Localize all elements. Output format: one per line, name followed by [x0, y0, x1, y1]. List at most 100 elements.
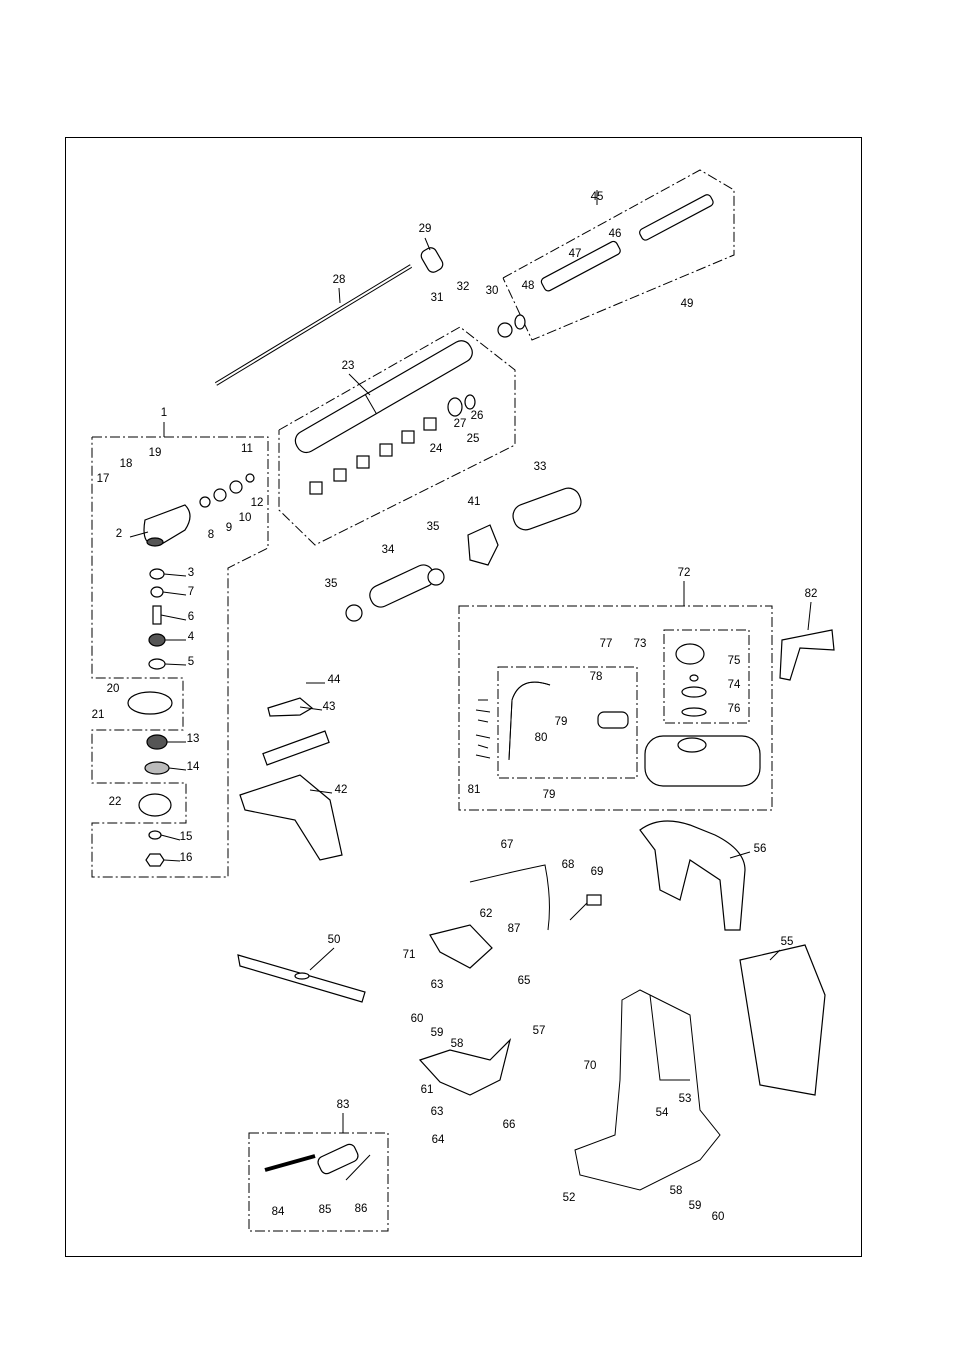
callout-71: 71 [403, 949, 416, 961]
callout-60: 60 [411, 1013, 424, 1025]
callout-84: 84 [272, 1206, 285, 1218]
callout-59: 59 [431, 1027, 444, 1039]
callout-17: 17 [97, 473, 110, 485]
callout-24: 24 [430, 443, 443, 455]
callout-61: 61 [421, 1084, 434, 1096]
group-boundaries [91, 169, 773, 1232]
callout-32: 32 [457, 281, 470, 293]
callout-18: 18 [120, 458, 133, 470]
callout-73: 73 [634, 638, 647, 650]
callout-56: 56 [754, 843, 767, 855]
callout-41: 41 [468, 496, 481, 508]
callout-76: 76 [728, 703, 741, 715]
callout-79: 79 [543, 789, 556, 801]
callout-29: 29 [419, 223, 432, 235]
callout-9: 9 [226, 522, 232, 534]
callout-44: 44 [328, 674, 341, 686]
leader-lines [129, 190, 812, 1133]
callout-6: 6 [188, 611, 194, 623]
callout-80: 80 [535, 732, 548, 744]
callout-23: 23 [342, 360, 355, 372]
parts [127, 194, 835, 1191]
callout-13: 13 [187, 733, 200, 745]
callout-10: 10 [239, 512, 252, 524]
boundary-fuel-tank [458, 605, 773, 811]
callout-7: 7 [188, 586, 194, 598]
callout-60: 60 [712, 1211, 725, 1223]
callout-82: 82 [805, 588, 818, 600]
callout-86: 86 [355, 1203, 368, 1215]
callout-66: 66 [503, 1119, 516, 1131]
callout-15: 15 [180, 831, 193, 843]
callout-21: 21 [92, 709, 105, 721]
callout-57: 57 [533, 1025, 546, 1037]
callout-26: 26 [471, 410, 484, 422]
diagram-frame [65, 137, 862, 1257]
callout-58: 58 [451, 1038, 464, 1050]
callout-14: 14 [187, 761, 200, 773]
callout-65: 65 [518, 975, 531, 987]
callout-53: 53 [679, 1093, 692, 1105]
callout-83: 83 [337, 1099, 350, 1111]
callout-11: 11 [241, 443, 253, 455]
callout-62: 62 [480, 908, 493, 920]
boundary-tool-kit [248, 1132, 389, 1232]
callout-25: 25 [467, 433, 480, 445]
callout-20: 20 [107, 683, 120, 695]
callout-3: 3 [188, 567, 194, 579]
callout-49: 49 [681, 298, 694, 310]
boundary-handle [502, 169, 735, 341]
callout-27: 27 [454, 418, 467, 430]
callout-12: 12 [251, 497, 264, 509]
boundary-gearcase [91, 436, 269, 878]
callout-22: 22 [109, 796, 122, 808]
callout-52: 52 [563, 1192, 576, 1204]
callout-28: 28 [333, 274, 346, 286]
callout-45: 45 [591, 191, 604, 203]
callout-59: 59 [689, 1200, 702, 1212]
callout-63: 63 [431, 979, 444, 991]
callout-1: 1 [161, 407, 167, 419]
callout-50: 50 [328, 934, 341, 946]
callout-54: 54 [656, 1107, 669, 1119]
callout-77: 77 [600, 638, 613, 650]
callout-5: 5 [188, 656, 194, 668]
callout-34: 34 [382, 544, 395, 556]
callout-64: 64 [432, 1134, 445, 1146]
callout-16: 16 [180, 852, 193, 864]
boundary-fuel-filter [497, 666, 638, 779]
callout-87: 87 [508, 923, 521, 935]
callout-70: 70 [584, 1060, 597, 1072]
callout-48: 48 [522, 280, 535, 292]
callout-55: 55 [781, 936, 794, 948]
boundary-shaft-tube [278, 326, 516, 546]
callout-19: 19 [149, 447, 162, 459]
callout-72: 72 [678, 567, 691, 579]
callout-63: 63 [431, 1106, 444, 1118]
callout-79: 79 [555, 716, 568, 728]
callout-75: 75 [728, 655, 741, 667]
spacers [309, 394, 476, 495]
callout-30: 30 [486, 285, 499, 297]
callout-69: 69 [591, 866, 604, 878]
callout-46: 46 [609, 228, 622, 240]
callout-31: 31 [431, 292, 444, 304]
callout-8: 8 [208, 529, 214, 541]
callout-42: 42 [335, 784, 348, 796]
callout-33: 33 [534, 461, 547, 473]
callout-67: 67 [501, 839, 514, 851]
callout-58: 58 [670, 1185, 683, 1197]
boundary-fuel-cap [663, 629, 750, 724]
callout-35: 35 [427, 521, 440, 533]
callout-2: 2 [116, 528, 122, 540]
callout-74: 74 [728, 679, 741, 691]
callout-35: 35 [325, 578, 338, 590]
callout-85: 85 [319, 1204, 332, 1216]
callout-47: 47 [569, 248, 582, 260]
callout-78: 78 [590, 671, 603, 683]
callout-43: 43 [323, 701, 336, 713]
callout-68: 68 [562, 859, 575, 871]
callout-4: 4 [188, 631, 195, 643]
callout-81: 81 [468, 784, 481, 796]
